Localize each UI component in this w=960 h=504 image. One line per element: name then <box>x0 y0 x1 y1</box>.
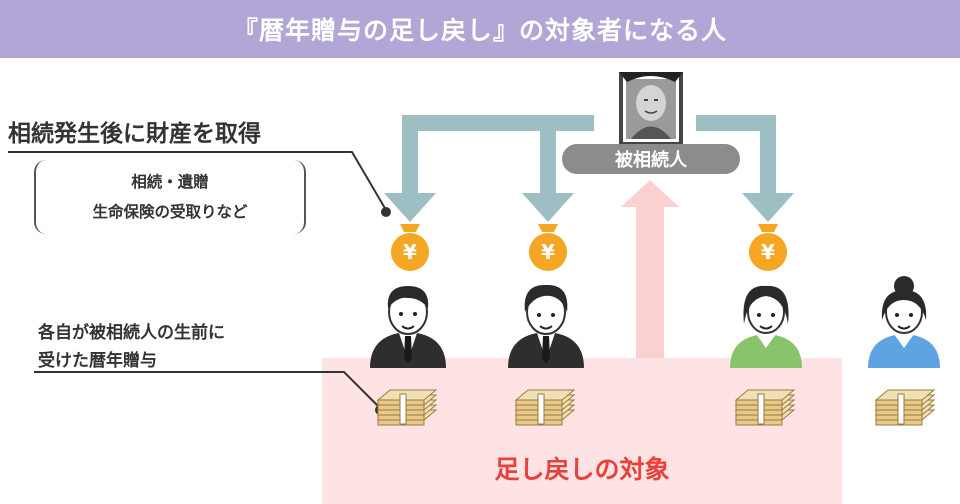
target-area <box>322 358 842 504</box>
title-banner: 『暦年贈与の足し戻し』の対象者になる人 <box>0 0 960 58</box>
yen-symbol: ¥ <box>403 240 417 264</box>
acquisition-heading: 相続発生後に財産を取得 <box>8 121 261 147</box>
heir-man-1-icon <box>370 286 446 368</box>
cash-stack-icon <box>874 389 936 426</box>
gift-caption-line2: 受けた暦年贈与 <box>38 351 157 371</box>
heir-man-2-icon <box>508 284 584 368</box>
acquisition-note-line2: 生命保険の受取りなど <box>92 203 248 221</box>
money-bag-icon: ¥ <box>749 224 787 271</box>
yen-symbol: ¥ <box>541 240 555 264</box>
decedent-portrait-icon <box>619 72 683 146</box>
gift-caption-line1: 各自が被相続人の生前に <box>38 323 225 343</box>
heir-woman-2-icon <box>868 276 940 368</box>
acquisition-note: 相続・遺贈 生命保険の受取りなど <box>34 160 306 234</box>
leader-dot <box>381 207 391 217</box>
cash-stack-icon <box>734 389 796 426</box>
leader-lines <box>8 151 387 409</box>
return-arrow <box>621 180 679 358</box>
heir-woman-1-icon <box>730 285 802 368</box>
page-title: 『暦年贈与の足し戻し』の対象者になる人 <box>232 16 727 45</box>
money-bag-icon: ¥ <box>391 224 429 271</box>
decedent-label: 被相続人 <box>562 144 740 174</box>
acquisition-note-line1: 相続・遺贈 <box>131 173 209 191</box>
money-bag-icon: ¥ <box>529 224 567 271</box>
inheritance-arrows <box>384 115 794 222</box>
cash-stack-icon <box>514 389 576 426</box>
target-area-label: 足し戻しの対象 <box>494 455 670 484</box>
yen-symbol: ¥ <box>761 240 775 264</box>
cash-stack-icon <box>376 389 438 426</box>
